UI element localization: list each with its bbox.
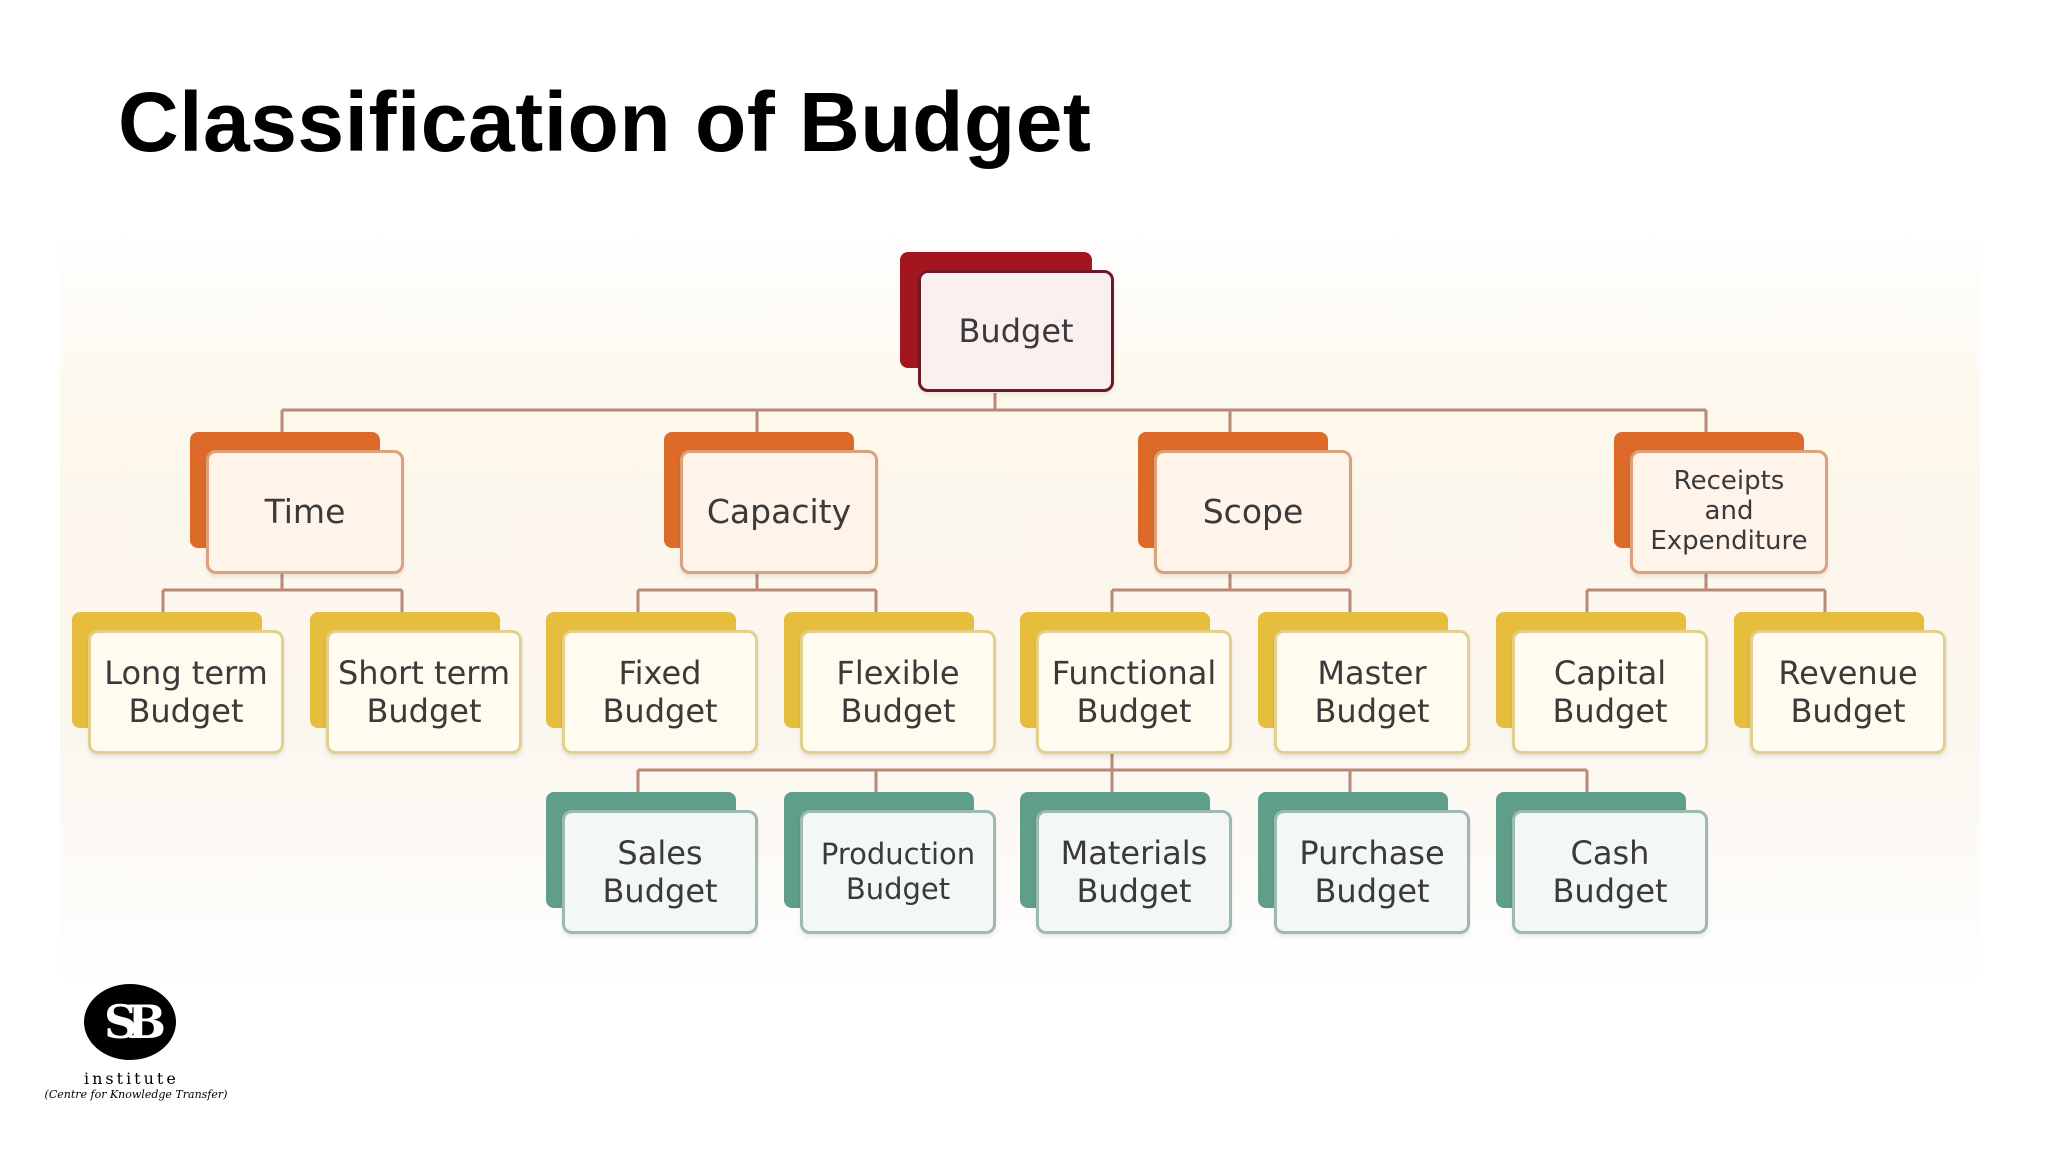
node-flexible-budget: Flexible Budget [784,612,996,754]
node-long-term-budget: Long term Budget [72,612,284,754]
node-materials-budget: Materials Budget [1020,792,1232,934]
node-receipts-and-expenditure: Receipts and Expenditure [1614,432,1828,574]
node-label: Capacity [680,450,878,574]
node-production-budget: Production Budget [784,792,996,934]
logo-name: institute [84,1069,179,1088]
node-label: Master Budget [1274,630,1470,754]
node-label: Production Budget [800,810,996,934]
node-fixed-budget: Fixed Budget [546,612,758,754]
node-time: Time [190,432,404,574]
node-master-budget: Master Budget [1258,612,1470,754]
node-capacity: Capacity [664,432,878,574]
slide-title: Classification of Budget [118,75,1092,169]
logo-tagline: (Centre for Knowledge Transfer) [44,1088,228,1101]
node-purchase-budget: Purchase Budget [1258,792,1470,934]
node-label: Sales Budget [562,810,758,934]
logo-emblem: SB [84,984,176,1060]
node-label: Scope [1154,450,1352,574]
node-label: Purchase Budget [1274,810,1470,934]
node-label: Functional Budget [1036,630,1232,754]
node-revenue-budget: Revenue Budget [1734,612,1946,754]
node-label: Fixed Budget [562,630,758,754]
node-label: Capital Budget [1512,630,1708,754]
node-label: Short term Budget [326,630,522,754]
node-label: Receipts and Expenditure [1630,450,1828,574]
node-scope: Scope [1138,432,1352,574]
node-cash-budget: Cash Budget [1496,792,1708,934]
node-label: Revenue Budget [1750,630,1946,754]
node-label: Long term Budget [88,630,284,754]
node-label: Time [206,450,404,574]
node-label: Materials Budget [1036,810,1232,934]
node-budget-root: Budget [900,252,1114,394]
node-label: Flexible Budget [800,630,996,754]
node-capital-budget: Capital Budget [1496,612,1708,754]
node-functional-budget: Functional Budget [1020,612,1232,754]
node-short-term-budget: Short term Budget [310,612,522,754]
node-label: Budget [918,270,1114,392]
node-label: Cash Budget [1512,810,1708,934]
node-sales-budget: Sales Budget [546,792,758,934]
